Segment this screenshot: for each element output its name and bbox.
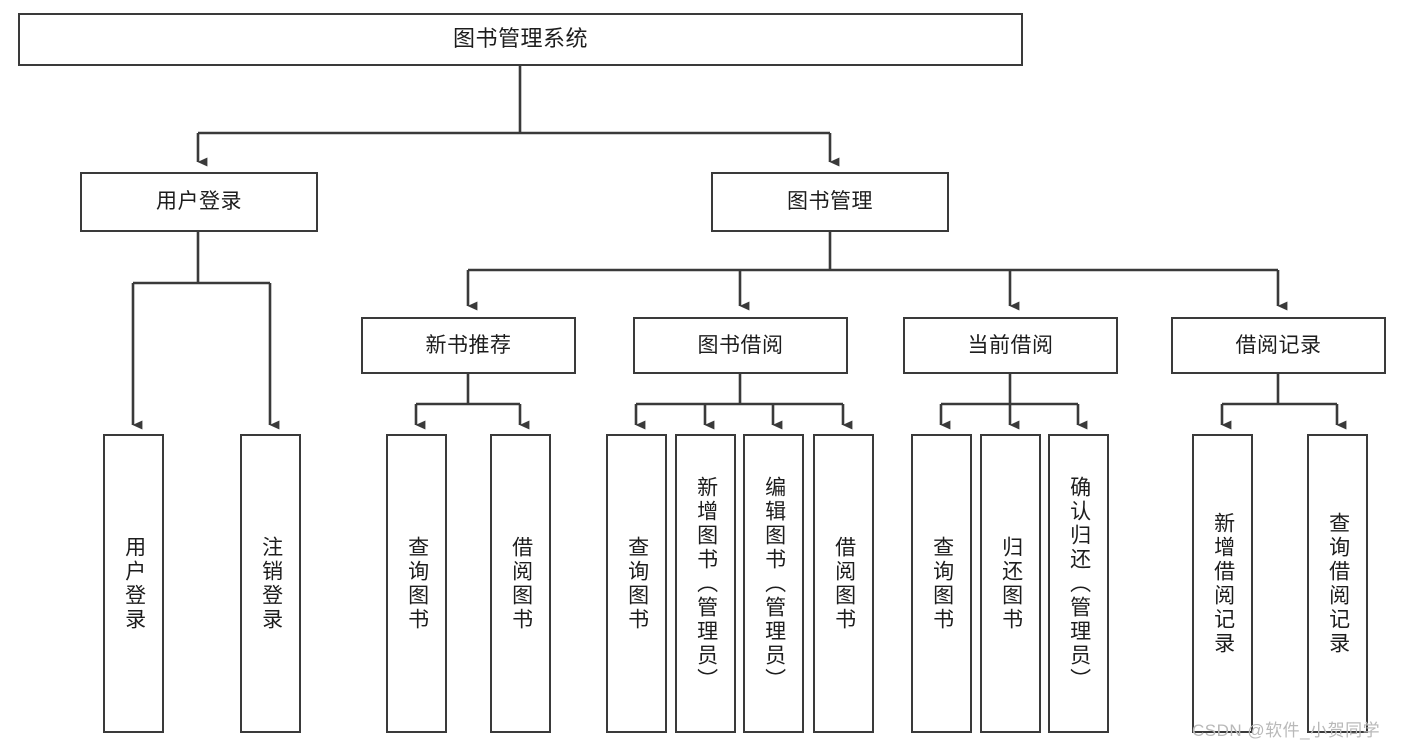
leaf-user-login-label: 用户登录 — [122, 535, 146, 632]
node-book-manage-label: 图书管理 — [787, 190, 873, 214]
node-current-borrow[interactable]: 当前借阅 — [903, 317, 1118, 374]
node-borrow-record[interactable]: 借阅记录 — [1171, 317, 1386, 374]
leaf-query-book-3[interactable]: 查询图书 — [911, 434, 972, 733]
leaf-confirm-return-label: 确认归还（管理员） — [1067, 475, 1091, 692]
leaf-confirm-return[interactable]: 确认归还（管理员） — [1048, 434, 1109, 733]
leaf-query-book-2-label: 查询图书 — [625, 535, 649, 632]
leaf-borrow-book-2-label: 借阅图书 — [832, 535, 856, 632]
leaf-query-record[interactable]: 查询借阅记录 — [1307, 434, 1368, 733]
leaf-add-record[interactable]: 新增借阅记录 — [1192, 434, 1253, 733]
node-new-book-recommend[interactable]: 新书推荐 — [361, 317, 576, 374]
leaf-add-book-label: 新增图书（管理员） — [694, 475, 718, 692]
node-user-login[interactable]: 用户登录 — [80, 172, 318, 232]
leaf-borrow-book-1-label: 借阅图书 — [509, 535, 533, 632]
node-user-login-label: 用户登录 — [156, 190, 242, 214]
node-borrow-record-label: 借阅记录 — [1235, 333, 1322, 357]
node-book-borrow-label: 图书借阅 — [697, 333, 784, 357]
leaf-query-book-1[interactable]: 查询图书 — [386, 434, 447, 733]
leaf-query-book-1-label: 查询图书 — [405, 535, 429, 632]
leaf-borrow-book-1[interactable]: 借阅图书 — [490, 434, 551, 733]
leaf-user-login[interactable]: 用户登录 — [103, 434, 164, 733]
leaf-borrow-book-2[interactable]: 借阅图书 — [813, 434, 874, 733]
leaf-query-book-2[interactable]: 查询图书 — [606, 434, 667, 733]
leaf-logout-login-label: 注销登录 — [259, 535, 283, 632]
leaf-add-record-label: 新增借阅记录 — [1211, 511, 1235, 656]
node-new-book-recommend-label: 新书推荐 — [425, 333, 512, 357]
node-current-borrow-label: 当前借阅 — [967, 333, 1054, 357]
node-root[interactable]: 图书管理系统 — [18, 13, 1023, 66]
node-book-manage[interactable]: 图书管理 — [711, 172, 949, 232]
leaf-edit-book[interactable]: 编辑图书（管理员） — [743, 434, 804, 733]
node-book-borrow[interactable]: 图书借阅 — [633, 317, 848, 374]
leaf-query-book-3-label: 查询图书 — [930, 535, 954, 632]
leaf-query-record-label: 查询借阅记录 — [1326, 511, 1350, 656]
leaf-return-book-label: 归还图书 — [999, 535, 1023, 632]
leaf-logout-login[interactable]: 注销登录 — [240, 434, 301, 733]
leaf-return-book[interactable]: 归还图书 — [980, 434, 1041, 733]
leaf-edit-book-label: 编辑图书（管理员） — [762, 475, 786, 692]
leaf-add-book[interactable]: 新增图书（管理员） — [675, 434, 736, 733]
node-root-label: 图书管理系统 — [452, 26, 588, 52]
